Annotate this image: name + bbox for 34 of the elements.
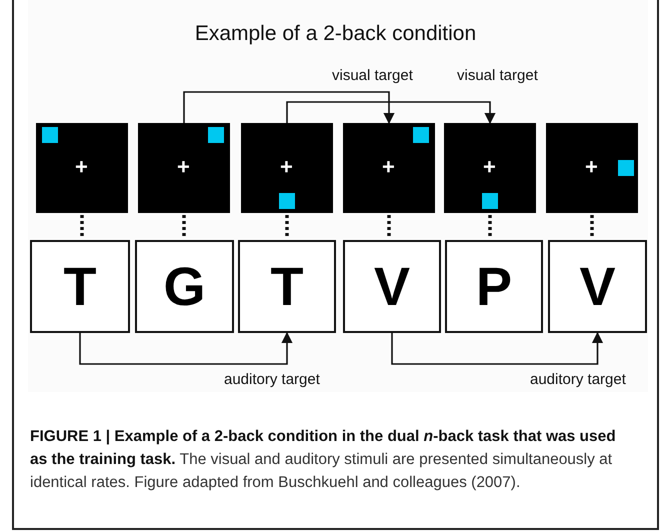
figure-title: Example of a 2-back condition bbox=[194, 22, 478, 46]
letter-box: T bbox=[238, 240, 336, 333]
fixation-cross: + bbox=[75, 156, 88, 178]
fixation-cross: + bbox=[585, 156, 598, 178]
stimulus-panel bbox=[546, 123, 638, 213]
dotted-line bbox=[590, 215, 594, 238]
dotted-line bbox=[182, 215, 186, 238]
letter-box: P bbox=[445, 240, 543, 333]
stimulus-panel bbox=[343, 123, 435, 213]
edge-label: visual target bbox=[330, 67, 415, 84]
bracket-arrow bbox=[79, 332, 293, 365]
letter-box: V bbox=[548, 240, 647, 333]
dotted-line bbox=[387, 215, 391, 238]
letter-box: T bbox=[30, 240, 130, 333]
edge-label: auditory target bbox=[528, 371, 628, 388]
stimulus-panel bbox=[36, 123, 128, 213]
bracket-arrow bbox=[391, 332, 604, 365]
stimulus-panel bbox=[138, 123, 230, 213]
dotted-line bbox=[488, 215, 492, 238]
edge-label: visual target bbox=[455, 67, 540, 84]
fixation-cross: + bbox=[382, 156, 395, 178]
fixation-cross: + bbox=[483, 156, 496, 178]
stimulus-panel bbox=[444, 123, 536, 213]
dotted-line bbox=[80, 215, 84, 238]
figure-caption: FIGURE 1 | Example of a 2-back condition in the dual n-back task that was used as the training task. The visual and auditory stimuli are presented simultaneously at identical rates. Figure adapted from Buschkuehl and colleagues (2007). bbox=[30, 427, 617, 493]
bracket-arrow bbox=[286, 101, 496, 124]
dotted-line bbox=[285, 215, 289, 238]
fixation-cross: + bbox=[280, 156, 293, 178]
fixation-cross: + bbox=[177, 156, 190, 178]
bracket-arrow bbox=[183, 91, 395, 124]
letter-box: G bbox=[135, 240, 234, 333]
stimulus-panel bbox=[241, 123, 333, 213]
edge-label: auditory target bbox=[222, 371, 322, 388]
letter-box: V bbox=[343, 240, 441, 333]
